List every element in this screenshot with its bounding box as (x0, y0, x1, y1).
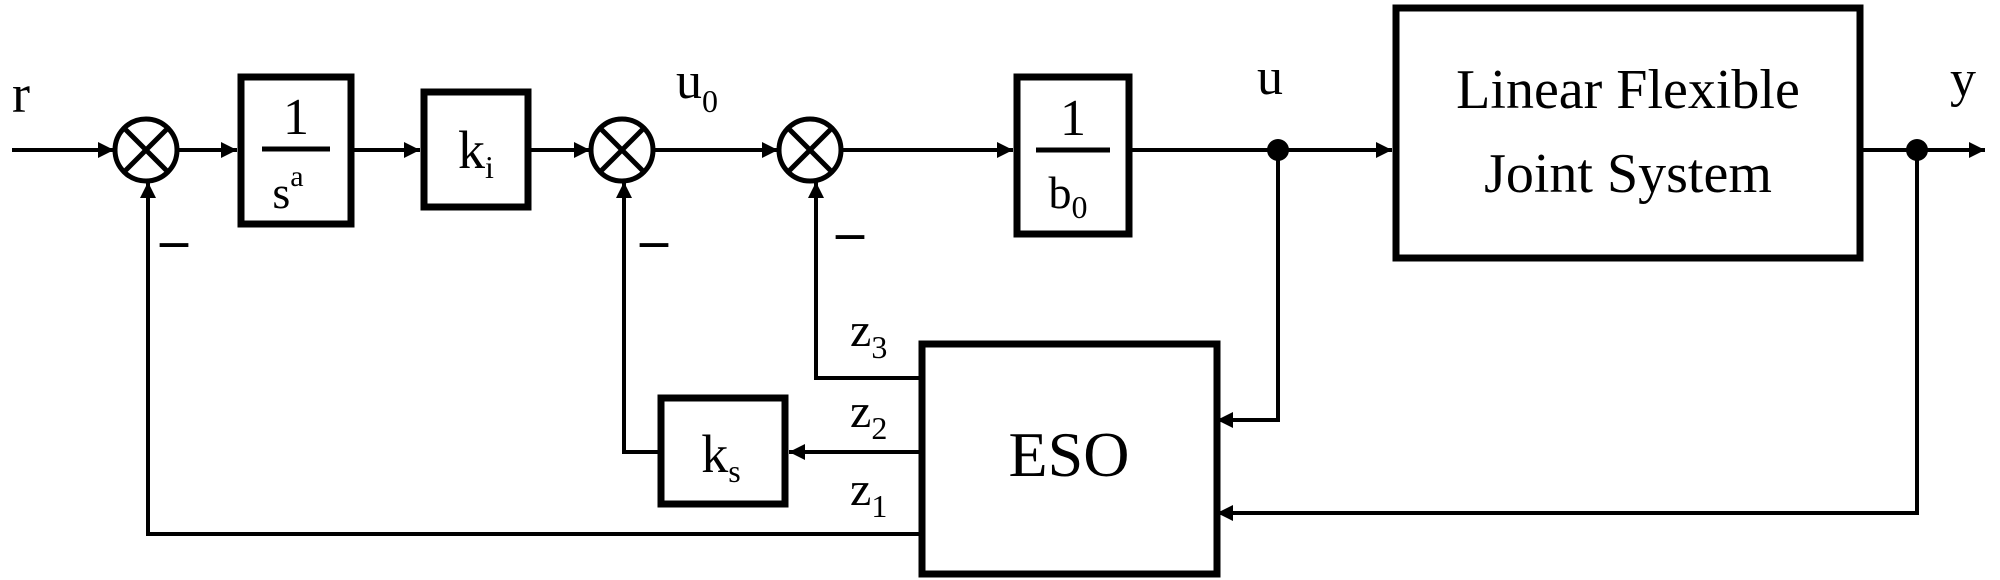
signal-label-z3: z3 (850, 304, 887, 365)
signal-label-z1: z1 (850, 463, 887, 524)
ki-label: ki (458, 120, 494, 185)
eso-label: ESO (1009, 419, 1130, 490)
signal-label-z2: z2 (850, 385, 887, 446)
summing-junction-1 (112, 116, 180, 184)
wire-z3-feedback (808, 182, 922, 380)
integrator-block: 1 sa (237, 73, 355, 228)
signal-label-r: r (12, 64, 30, 124)
sum2-minus-sign: – (639, 209, 669, 271)
ki-block: ki (420, 88, 532, 211)
summing-junction-3 (776, 116, 844, 184)
ks-label: ks (701, 424, 740, 489)
y-pickoff-dot (1906, 139, 1928, 161)
inv-b0-numerator: 1 (1060, 90, 1086, 147)
u-pickoff-dot (1267, 139, 1289, 161)
integrator-numerator: 1 (283, 89, 309, 146)
inv-b0-denominator: b0 (1049, 167, 1088, 225)
wire-u-to-eso (1217, 150, 1280, 428)
ks-block: ks (657, 394, 789, 508)
sum1-minus-sign: – (159, 209, 189, 271)
signal-wires (12, 142, 1985, 536)
plant-label-line1: Linear Flexible (1456, 59, 1800, 121)
signal-label-u0: u0 (676, 53, 718, 119)
signal-label-y: y (1950, 51, 1976, 108)
inv-b0-block: 1 b0 (1013, 73, 1133, 238)
wire-y-to-eso (1217, 150, 1919, 521)
signal-label-u: u (1257, 49, 1283, 106)
wire-z1-feedback (140, 182, 922, 536)
wire-ks-feedback (616, 182, 661, 454)
summing-junction-2 (588, 116, 656, 184)
eso-block: ESO (918, 340, 1221, 578)
plant-block: Linear Flexible Joint System (1392, 4, 1864, 262)
sum3-minus-sign: – (835, 201, 865, 263)
integrator-denominator: sa (272, 160, 303, 218)
plant-label-line2: Joint System (1484, 143, 1772, 205)
